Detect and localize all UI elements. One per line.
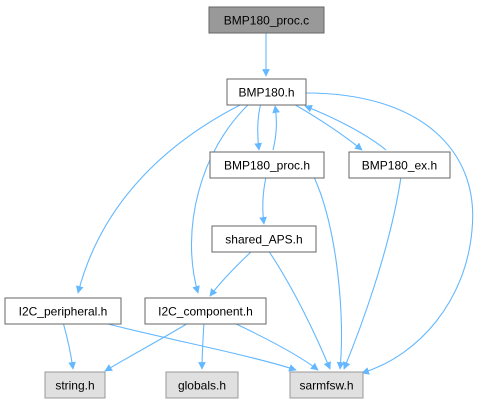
node-i2c-component-h[interactable]: I2C_component.h bbox=[144, 297, 267, 325]
node-label: BMP180_proc.c bbox=[224, 14, 309, 28]
edge-bmp180-h-to-i2c-peripheral-h bbox=[76, 102, 245, 294]
edge-bmp180-h-to-sarmfsw-h bbox=[305, 92, 474, 375]
edge-shared-aps-h-to-i2c-component-h bbox=[209, 249, 254, 297]
node-label: BMP180.h bbox=[238, 86, 294, 100]
edge-bmp180-proc-h-to-shared-aps-h bbox=[259, 176, 267, 225]
edge-i2c-component-h-to-sarmfsw-h bbox=[231, 321, 319, 371]
edge-bmp180-proc-h-to-sarmfsw-h bbox=[313, 176, 345, 370]
node-sarmfsw-h[interactable]: sarmfsw.h bbox=[289, 371, 364, 399]
edge-bmp180-h-to-bmp180-proc-h bbox=[254, 102, 262, 151]
edge-i2c-peripheral-h-to-sarmfsw-h bbox=[99, 321, 297, 372]
graph-nodes: BMP180_proc.c BMP180.h BMP180_proc.h BMP… bbox=[4, 6, 451, 399]
edge-i2c-peripheral-h-to-string-h bbox=[62, 321, 76, 370]
node-bmp180-proc-h[interactable]: BMP180_proc.h bbox=[209, 151, 325, 179]
node-globals-h[interactable]: globals.h bbox=[165, 371, 239, 399]
node-string-h[interactable]: string.h bbox=[44, 371, 106, 399]
graph-edges bbox=[62, 33, 474, 375]
node-i2c-peripheral-h[interactable]: I2C_peripheral.h bbox=[4, 297, 122, 325]
node-label: globals.h bbox=[178, 379, 226, 393]
node-label: BMP180_proc.h bbox=[224, 159, 310, 173]
node-label: I2C_component.h bbox=[158, 305, 253, 319]
node-shared-aps-h[interactable]: shared_APS.h bbox=[211, 225, 317, 253]
edge-i2c-component-h-to-globals-h bbox=[198, 321, 206, 370]
edge-bmp180-h-to-bmp180-ex-h bbox=[291, 102, 363, 151]
node-label: I2C_peripheral.h bbox=[19, 305, 108, 319]
edge-bmp180-h-to-i2c-component-h bbox=[191, 102, 251, 294]
node-bmp180-proc-c[interactable]: BMP180_proc.c bbox=[208, 6, 325, 34]
node-bmp180-h[interactable]: BMP180.h bbox=[226, 78, 307, 106]
node-label: string.h bbox=[55, 379, 94, 393]
edge-bmp180-ex-h-to-bmp180-h bbox=[304, 104, 387, 151]
node-label: sarmfsw.h bbox=[299, 379, 353, 393]
node-label: shared_APS.h bbox=[225, 233, 302, 247]
node-label: BMP180_ex.h bbox=[362, 159, 437, 173]
edge-bmp180-proc-h-to-bmp180-h bbox=[272, 105, 280, 151]
edge-bmp180-ex-h-to-sarmfsw-h bbox=[343, 176, 402, 370]
node-bmp180-ex-h[interactable]: BMP180_ex.h bbox=[348, 151, 451, 179]
edge-i2c-component-h-to-string-h bbox=[104, 321, 191, 372]
edge-shared-aps-h-to-sarmfsw-h bbox=[267, 249, 331, 370]
